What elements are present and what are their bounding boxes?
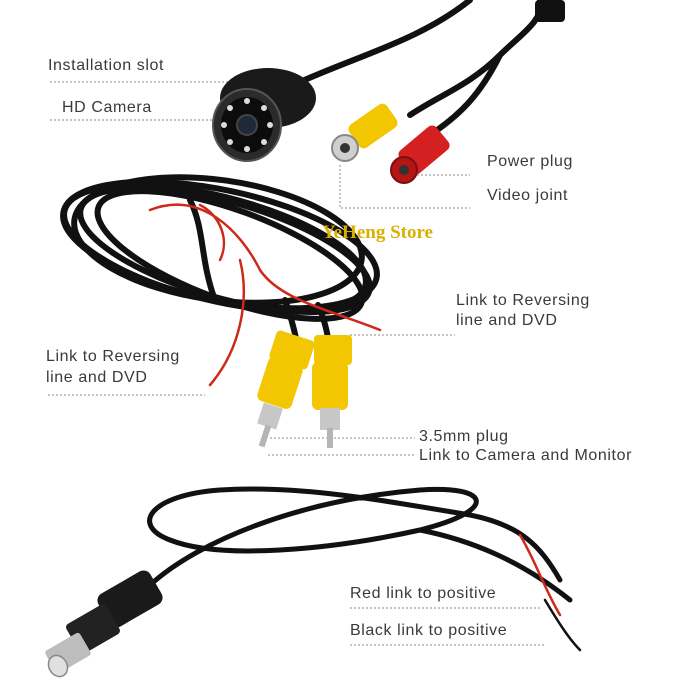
label-link-reversing-right-line1: Link to Reversing	[456, 292, 590, 309]
video-joint-connector	[331, 103, 398, 162]
guide-lines	[48, 81, 545, 646]
power-plug-connector	[390, 125, 450, 184]
label-hd-camera: HD Camera	[62, 99, 152, 116]
rca-plug-left	[257, 330, 315, 448]
wire-ends	[518, 533, 582, 652]
label-black-link: Black link to positive	[350, 622, 508, 639]
label-installation-slot: Installation slot	[48, 57, 165, 74]
label-link-camera-monitor: Link to Camera and Monitor	[419, 447, 633, 464]
label-link-reversing-left-line2: line and DVD	[46, 369, 148, 386]
rca-plug-right	[312, 335, 352, 448]
label-link-reversing-right-line2: line and DVD	[456, 312, 558, 329]
store-watermark: YeHeng Store	[322, 222, 433, 243]
label-red-link: Red link to positive	[350, 585, 497, 602]
coiled-extension-cable	[60, 174, 380, 353]
label-video-joint: Video joint	[487, 187, 569, 204]
label-3-5mm-plug: 3.5mm plug	[419, 428, 509, 445]
dc-barrel-plug	[45, 570, 163, 678]
label-power-plug: Power plug	[487, 153, 574, 170]
red-wire	[148, 203, 382, 387]
power-cable	[147, 486, 573, 603]
label-link-reversing-left-line1: Link to Reversing	[46, 348, 180, 365]
hd-camera	[212, 68, 316, 162]
camera-cable	[297, 0, 565, 138]
